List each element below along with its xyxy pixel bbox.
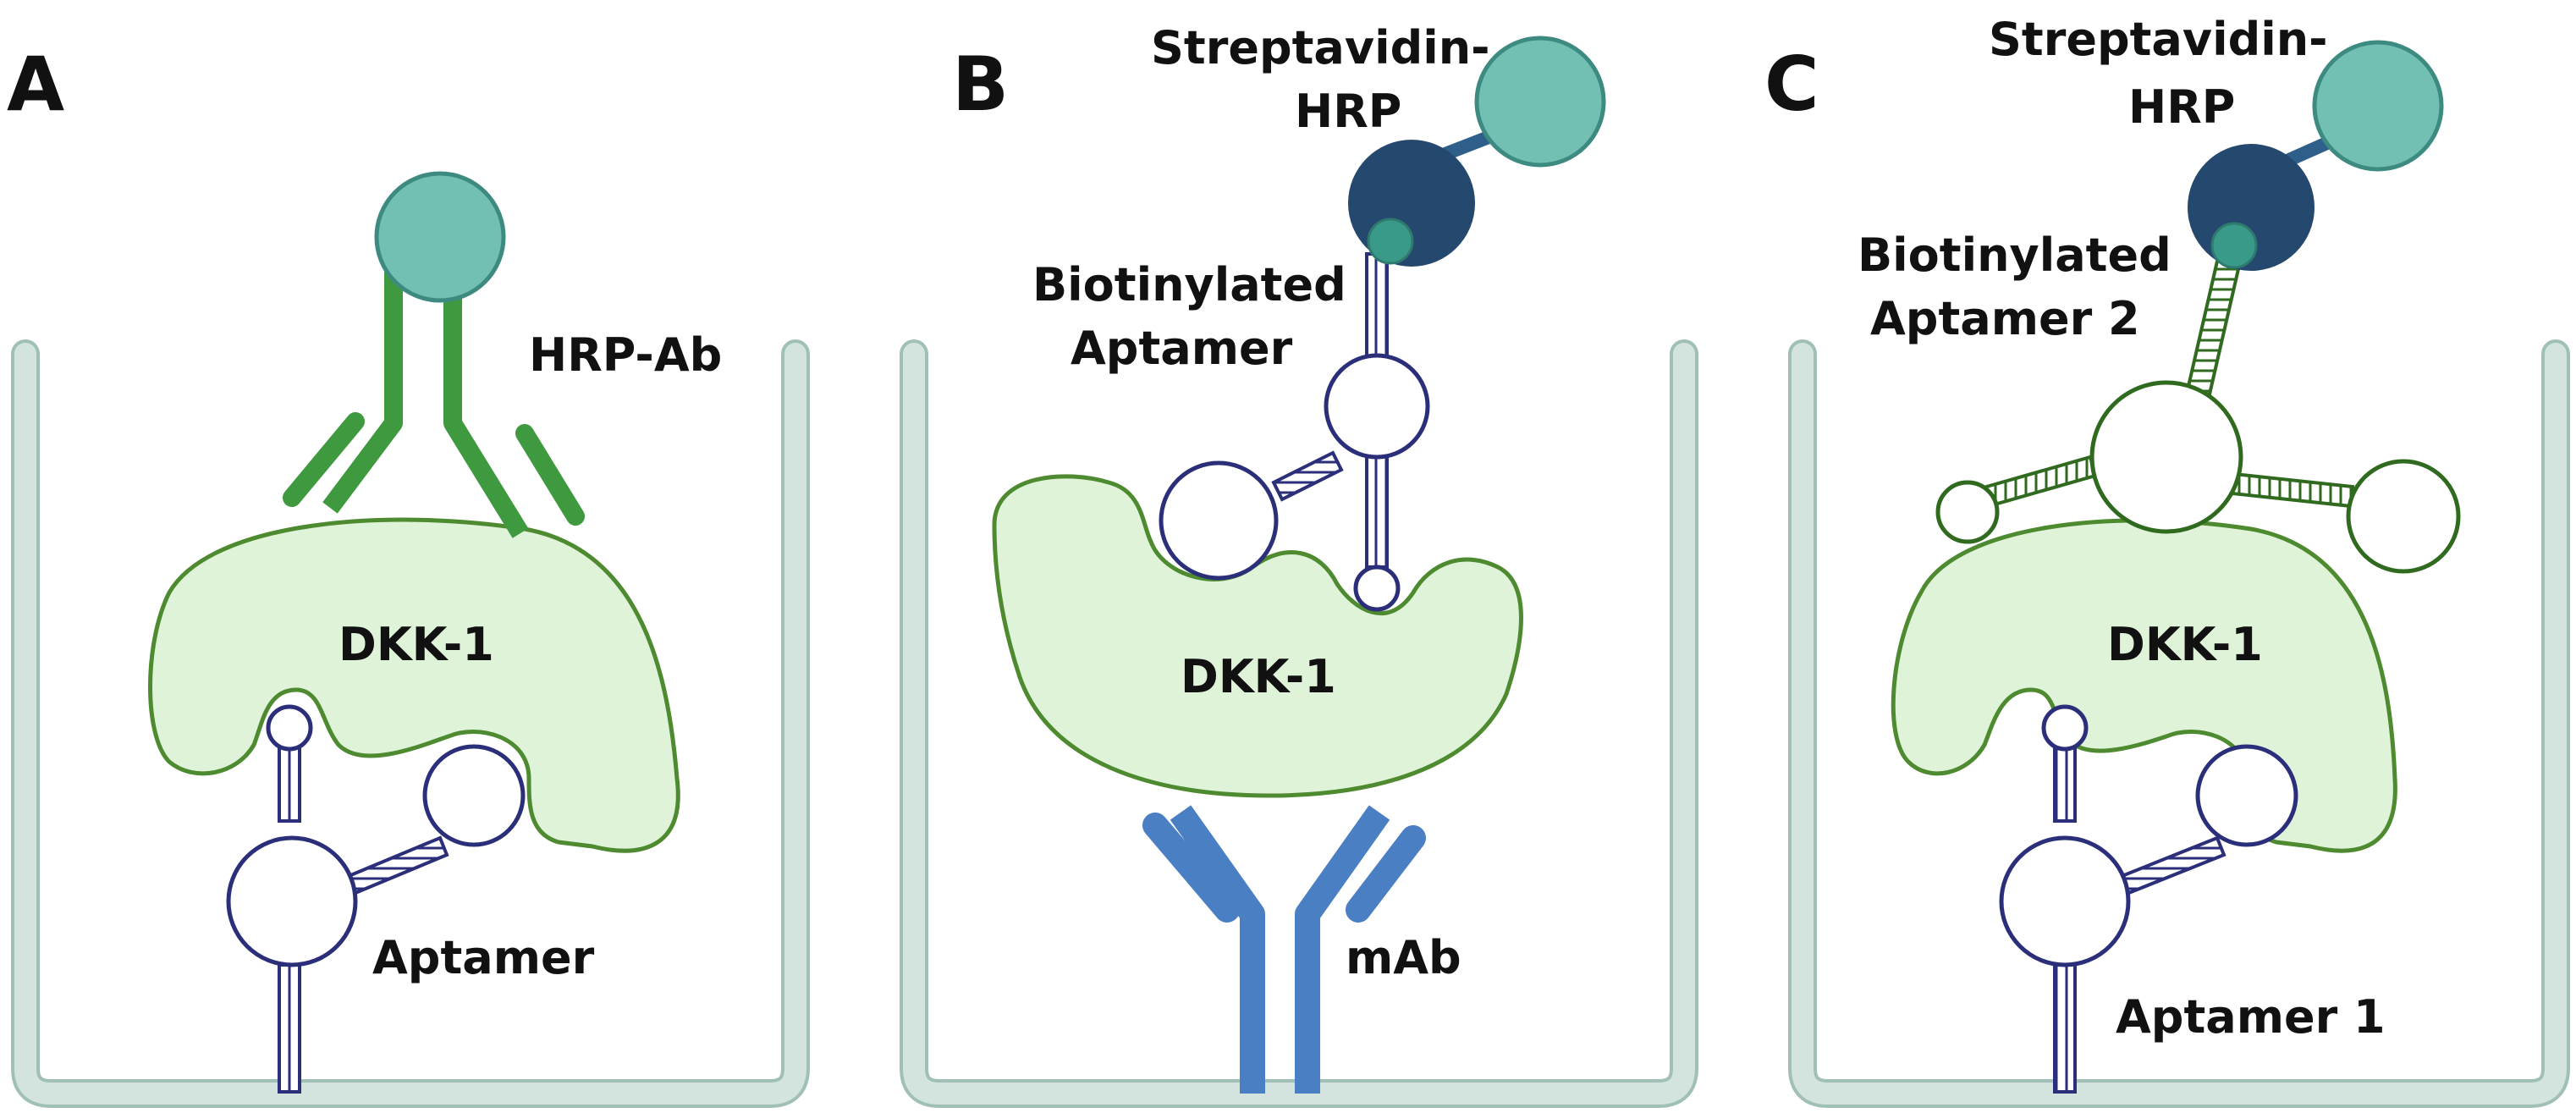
hrp-antibody bbox=[283, 241, 585, 538]
detector-label-line1: Biotinylated bbox=[1858, 229, 2171, 282]
panel-letter: A bbox=[7, 41, 64, 128]
enzyme-label-line2: HRP bbox=[1295, 85, 1401, 138]
hrp-enzyme bbox=[1474, 36, 1606, 168]
capture-label: Aptamer 1 bbox=[2116, 990, 2386, 1044]
detector-label: HRP-Ab bbox=[529, 328, 722, 382]
biotin bbox=[1367, 218, 1414, 265]
panel-c: C DKK-1 Aptamer 1 Biotinylated Aptamer 2 bbox=[1764, 13, 2570, 1108]
biotinylated-aptamer bbox=[1159, 252, 1430, 612]
dkk1-protein bbox=[992, 474, 1523, 798]
capture-aptamer-1 bbox=[1999, 704, 2298, 1094]
target-label: DKK-1 bbox=[2107, 618, 2263, 671]
target-label: DKK-1 bbox=[339, 618, 494, 671]
detector-label-line1: Biotinylated bbox=[1032, 258, 1346, 311]
detector-label-line2: Aptamer bbox=[1071, 322, 1293, 375]
panel-a: A DKK-1 Aptamer HRP-Ab bbox=[7, 41, 810, 1108]
biotinylated-aptamer-2 bbox=[1935, 251, 2461, 574]
capture-aptamer bbox=[226, 704, 526, 1094]
microplate-well-inner bbox=[14, 343, 806, 1105]
panel-letter: C bbox=[1764, 41, 1819, 128]
enzyme-label-line1: Streptavidin- bbox=[1989, 13, 2328, 66]
enzyme-label-line2: HRP bbox=[2128, 80, 2235, 134]
hrp-enzyme bbox=[2312, 40, 2444, 172]
dkk1-protein bbox=[148, 517, 680, 853]
panel-b: B mAb DKK-1 Biotinylated Aptamer bbox=[900, 21, 1698, 1108]
microplate-well-inner bbox=[1792, 343, 2567, 1105]
capture-monoclonal-antibody bbox=[1142, 805, 1426, 1094]
biotin bbox=[2210, 222, 2258, 269]
enzyme-label-line1: Streptavidin- bbox=[1151, 21, 1490, 74]
hrp-enzyme bbox=[374, 171, 506, 303]
panel-letter: B bbox=[952, 41, 1009, 128]
detector-label-line2: Aptamer 2 bbox=[1870, 292, 2140, 345]
capture-label: mAb bbox=[1346, 931, 1461, 984]
dkk1-protein bbox=[1891, 518, 2397, 853]
target-label: DKK-1 bbox=[1181, 650, 1336, 703]
capture-label: Aptamer bbox=[372, 931, 595, 984]
